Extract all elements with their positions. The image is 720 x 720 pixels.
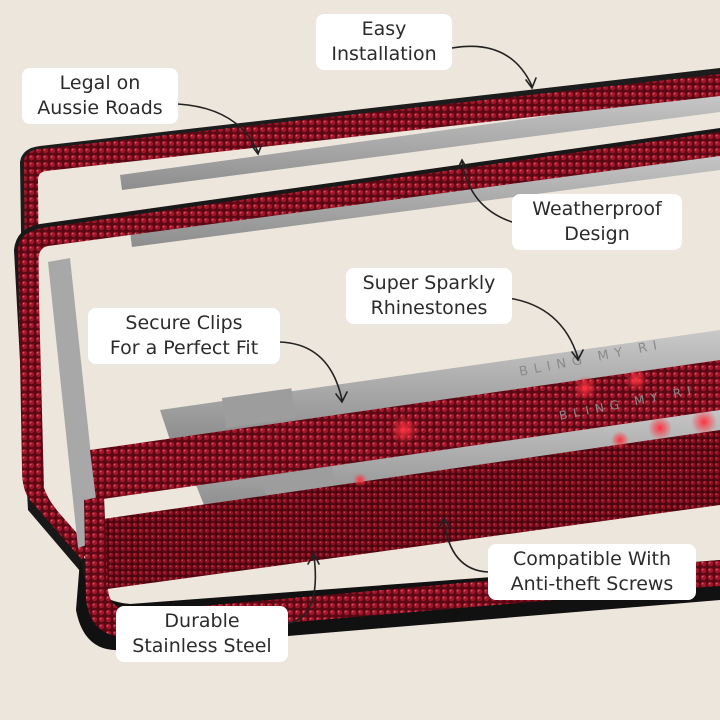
back-frame [20,68,720,440]
sparkle-glow [648,416,672,440]
callout-super-sparkly-rhinestones: Super Sparkly Rhinestones [346,268,512,324]
middle-frame [14,128,720,578]
callout-arrows [177,45,584,625]
curved-arrow-icon [443,519,489,573]
callout-weatherproof-design: Weatherproof Design [512,194,682,250]
callout-line: Aussie Roads [37,97,163,119]
curved-arrow-icon [451,45,533,87]
rhinestone-band-lower [96,430,720,590]
curved-arrow-icon [283,555,317,625]
sparkle-glow [625,369,647,391]
curved-arrow-icon [461,161,513,223]
callout-line: Super Sparkly [362,272,496,294]
callout-secure-clips: Secure Clips For a Perfect Fit [88,308,280,364]
steel-lip-back-top [120,92,720,190]
callout-line: Anti-theft Screws [510,573,674,595]
callout-easy-installation: Easy Installation [316,14,452,70]
callout-line: Weatherproof [532,198,662,220]
sparkle-glow [573,376,597,400]
callout-line: Durable [164,610,240,632]
curved-arrow-icon [177,103,259,153]
curved-arrow-icon [507,297,579,359]
front-frame: BLING MY RI BLING MY RI [76,330,720,651]
callout-line: Installation [331,43,437,65]
callout-line: Rhinestones [370,297,488,319]
callout-line: Stainless Steel [132,635,272,657]
sparkle-glow [691,409,717,435]
curved-arrow-icon [279,341,343,401]
sparkle-glow [390,416,418,444]
callout-compatible-anti-theft: Compatible With Anti-theft Screws [488,544,696,600]
callout-line: For a Perfect Fit [109,337,259,359]
callout-legal-aussie-roads: Legal on Aussie Roads [22,68,178,124]
callout-line: Secure Clips [125,312,243,334]
callout-line: Compatible With [512,548,672,570]
callout-durable-stainless-steel: Durable Stainless Steel [116,606,288,662]
sparkle-glow [353,473,367,487]
callout-line: Design [564,223,630,245]
sparkle-glow [611,431,629,449]
callout-line: Legal on [59,72,141,94]
callout-line: Easy [361,18,407,40]
